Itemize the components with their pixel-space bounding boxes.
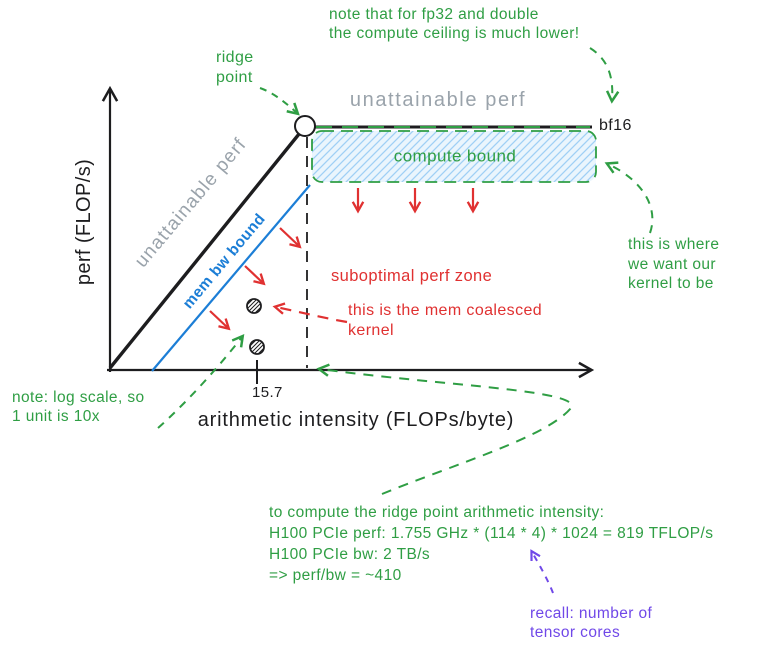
fp32-note-arrow <box>589 47 612 100</box>
y-axis-label: perf (FLOP/s) <box>72 158 95 286</box>
kernel-target-note: this is where we want our kernel to be <box>628 236 720 292</box>
ridge-point-arrow <box>259 87 297 113</box>
tensor-cores-note: recall: number of tensor cores <box>530 605 653 641</box>
tensor-cores-arrow <box>532 552 554 594</box>
ridge-point-math-note: to compute the ridge point arithmetic in… <box>269 504 714 584</box>
red-down-arrows <box>358 188 473 210</box>
mem-coalesced-pointer-arrow <box>276 307 348 324</box>
kernel-point-coalesced <box>246 298 262 314</box>
x-axis-label: arithmetic intensity (FLOPs/byte) <box>197 408 515 431</box>
mem-bw-line <box>151 184 311 372</box>
red-diagonal-arrows <box>209 227 299 328</box>
ridge-tick-label: 15.7 <box>252 384 283 401</box>
bf16-ceiling-label: bf16 <box>599 117 632 134</box>
ridge-point-note: ridge point <box>216 49 254 86</box>
suboptimal-zone-label: suboptimal perf zone <box>331 267 493 285</box>
ridge-point-circle <box>294 115 316 137</box>
kernel-target-arrow <box>608 164 654 234</box>
compute-bound-band <box>311 130 597 183</box>
fp32-ceiling-note: note that for fp32 and double the comput… <box>329 6 580 42</box>
mem-coalesced-note: this is the mem coalesced kernel <box>348 302 543 339</box>
log-scale-arrow <box>157 337 242 429</box>
roof-diagonal-line <box>108 132 301 370</box>
log-scale-note: note: log scale, so 1 unit is 10x <box>12 389 145 425</box>
unattainable-perf-top-label: unattainable perf <box>349 88 527 111</box>
compute-bound-label: compute bound <box>393 146 517 166</box>
kernel-point-naive <box>249 339 265 355</box>
ridge-math-loop-arrow <box>320 369 573 495</box>
